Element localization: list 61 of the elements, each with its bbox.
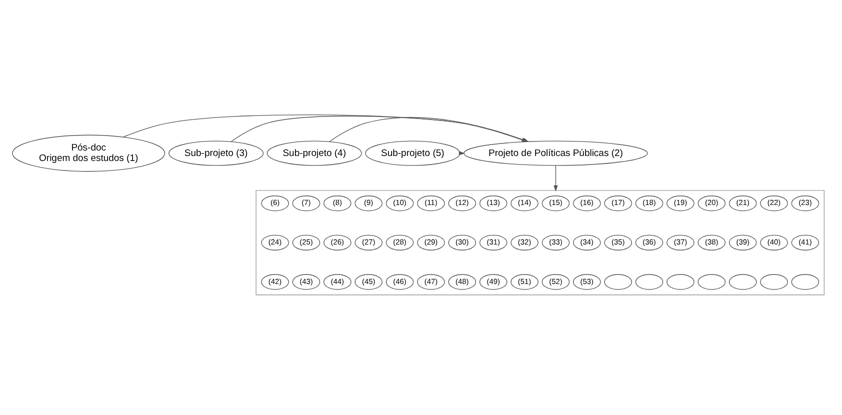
node-ellipse: (34) <box>573 234 601 250</box>
node-ellipse: (28) <box>386 234 414 250</box>
node-ellipse <box>698 274 726 290</box>
node-ellipse: (47) <box>417 274 445 290</box>
node-ellipse: Pós-doc Origem dos estudos (1) <box>12 134 166 172</box>
node-ellipse: (40) <box>760 234 788 250</box>
arrow <box>554 165 558 192</box>
node-ellipse: (51) <box>510 274 538 290</box>
node-ellipse: (43) <box>292 274 320 290</box>
node-ellipse: (17) <box>604 196 632 212</box>
node-ellipse: (30) <box>448 234 476 250</box>
node-ellipse: (6) <box>261 196 289 212</box>
node-ellipse: (22) <box>760 196 788 212</box>
node-ellipse: (29) <box>417 234 445 250</box>
node-ellipse: (46) <box>386 274 414 290</box>
arrow <box>329 117 530 142</box>
node-ellipse: (11) <box>417 196 445 212</box>
node-ellipse: (38) <box>698 234 726 250</box>
node-ellipse: (24) <box>261 234 289 250</box>
node-ellipse: Projeto de Políticas Públicas (2) <box>464 140 648 166</box>
node-ellipse: (18) <box>635 196 664 212</box>
node-ellipse: Sub-projeto (3) <box>168 140 264 166</box>
node-ellipse: (33) <box>542 234 570 250</box>
node-ellipse: (48) <box>448 274 476 290</box>
node-ellipse: (42) <box>261 274 289 290</box>
node-ellipse: (8) <box>324 196 352 212</box>
node-ellipse: (25) <box>292 234 320 250</box>
node-ellipse: (13) <box>479 196 508 212</box>
node-ellipse: (35) <box>604 234 632 250</box>
node-ellipse <box>666 274 694 290</box>
cluster <box>256 190 825 296</box>
node-ellipse: (32) <box>510 234 538 250</box>
node-ellipse: (27) <box>354 234 382 250</box>
node-ellipse: (9) <box>354 196 382 212</box>
node-ellipse: (15) <box>542 196 570 212</box>
node-ellipse: (21) <box>728 196 757 212</box>
node-ellipse: (7) <box>292 196 320 212</box>
node-ellipse: (23) <box>791 196 820 212</box>
node-ellipse: (45) <box>354 274 382 290</box>
node-ellipse: Sub-projeto (4) <box>266 140 362 166</box>
node-ellipse: (44) <box>324 274 352 290</box>
node-ellipse <box>604 274 632 290</box>
node-ellipse: (26) <box>324 234 352 250</box>
node-ellipse <box>760 274 788 290</box>
node-ellipse: (19) <box>666 196 694 212</box>
node-ellipse: (10) <box>386 196 414 212</box>
node-ellipse: (14) <box>510 196 538 212</box>
node-ellipse <box>728 274 757 290</box>
node-ellipse: (39) <box>728 234 757 250</box>
node-ellipse: (16) <box>573 196 601 212</box>
node-ellipse: (53) <box>573 274 601 290</box>
node-ellipse: (12) <box>448 196 476 212</box>
node-ellipse: (49) <box>479 274 508 290</box>
node-ellipse: (41) <box>791 234 820 250</box>
node-ellipse: (36) <box>635 234 664 250</box>
node-ellipse <box>791 274 820 290</box>
node-ellipse <box>635 274 664 290</box>
node-ellipse: (20) <box>698 196 726 212</box>
node-ellipse: (37) <box>666 234 694 250</box>
node-ellipse: (31) <box>479 234 508 250</box>
node-ellipse: (52) <box>542 274 570 290</box>
